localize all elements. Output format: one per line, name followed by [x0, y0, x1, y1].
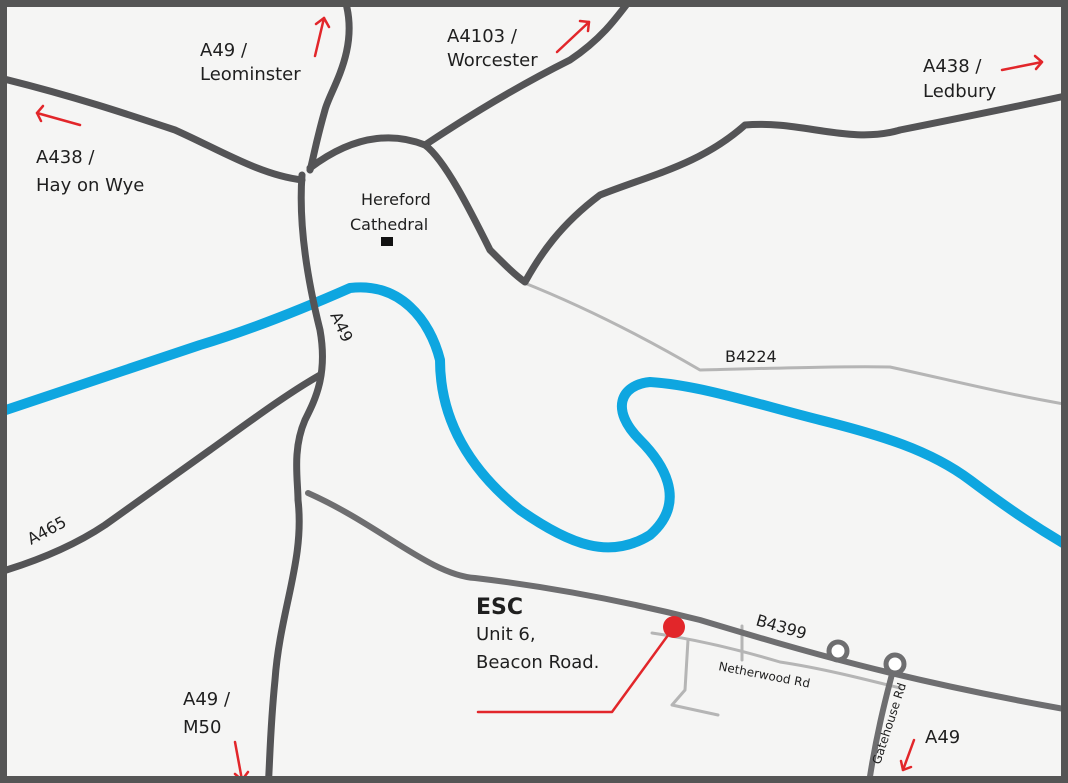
location-dot-icon — [663, 616, 685, 638]
b4224-road — [520, 280, 1061, 405]
a49-road — [265, 171, 326, 776]
roundabout-gatehouse — [883, 652, 907, 676]
ledbury-road: A438 / — [923, 56, 982, 77]
a438-west-road — [7, 76, 306, 184]
location-address: Unit 6, Beacon Road. — [476, 624, 599, 673]
leominster-label: A49 / Leominster — [200, 40, 301, 85]
cathedral-square-icon — [381, 237, 393, 246]
location-name: ESC — [476, 595, 523, 620]
arrow-west-icon — [35, 104, 82, 127]
location-address-line2: Beacon Road. — [476, 652, 599, 673]
roundabout-east — [826, 639, 850, 663]
cathedral-line1: Hereford — [361, 190, 431, 209]
cathedral-line2: Cathedral — [350, 215, 428, 234]
arrow-east-icon — [1000, 54, 1044, 72]
a49-north-road — [306, 7, 353, 174]
ledbury-place: Ledbury — [923, 81, 996, 102]
netherwood-road — [650, 631, 902, 690]
ledbury-label: A438 / Ledbury — [923, 56, 996, 102]
a49-south-label: A49 — [925, 727, 960, 748]
direction-arrows — [35, 16, 1044, 776]
b4224-road-label: B4224 — [725, 347, 777, 366]
arrow-northeast-icon — [555, 19, 591, 54]
hay-on-wye-place: Hay on Wye — [36, 175, 144, 196]
worcester-label: A4103 / Worcester — [447, 26, 538, 71]
location-leader-line — [476, 625, 676, 714]
m50-road: A49 / — [183, 689, 231, 710]
hay-on-wye-road: A438 / — [36, 147, 95, 168]
hay-on-wye-label: A438 / Hay on Wye — [36, 147, 144, 196]
a4103-road — [421, 7, 630, 149]
minor-roads — [520, 280, 1061, 717]
m50-place: M50 — [183, 717, 221, 738]
location-address-line1: Unit 6, — [476, 624, 536, 645]
arrow-south-a49-icon — [899, 738, 916, 772]
leominster-place: Leominster — [200, 64, 301, 85]
m50-label: A49 / M50 — [183, 689, 236, 738]
gatehouse-road — [867, 660, 898, 776]
side-street-west — [670, 638, 720, 717]
river-wye — [7, 282, 1061, 553]
inner-ring-road — [306, 93, 1061, 286]
a465-road — [7, 371, 324, 574]
worcester-road: A4103 / — [447, 26, 518, 47]
arrow-south-icon — [233, 740, 250, 776]
leominster-road: A49 / — [200, 40, 248, 61]
worcester-place: Worcester — [447, 50, 538, 71]
cathedral-label: Hereford Cathedral — [350, 190, 436, 234]
arrow-north-icon — [313, 16, 331, 58]
